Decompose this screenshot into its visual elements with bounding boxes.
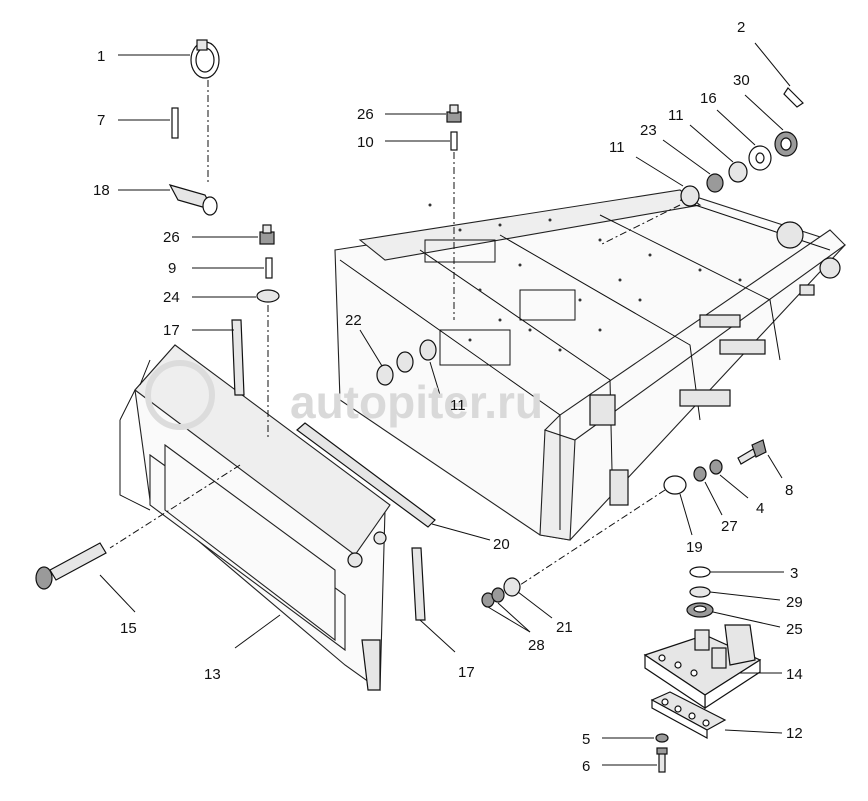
callout-15: 15 <box>120 620 137 637</box>
callout-13: 13 <box>204 666 221 683</box>
callout-6: 6 <box>582 758 590 775</box>
callout-12: 12 <box>786 725 803 742</box>
support-frame-13 <box>119 344 391 692</box>
washer-27 <box>693 466 707 482</box>
callout-30: 30 <box>733 72 750 89</box>
washer-29 <box>689 586 711 598</box>
callout-18: 18 <box>93 182 110 199</box>
bushing-21 <box>503 577 521 597</box>
washer-28b <box>491 587 505 603</box>
bushing-11-right <box>728 161 748 183</box>
callout-23: 23 <box>640 122 657 139</box>
chassis-frame <box>334 189 846 541</box>
callout-17: 17 <box>163 322 180 339</box>
callout-2: 2 <box>737 19 745 36</box>
washer-5 <box>655 733 669 743</box>
callout-26-middle: 26 <box>357 106 374 123</box>
callout-22: 22 <box>345 312 362 329</box>
callout-labels: 1 7 18 26 9 24 17 15 13 26 10 22 11 20 1… <box>93 19 803 775</box>
pin-9 <box>265 257 273 279</box>
bolt-8 <box>737 439 767 465</box>
callout-11-left: 11 <box>609 139 625 156</box>
washer-16 <box>748 145 772 171</box>
lynch-pin-1 <box>190 39 220 79</box>
leader-lines <box>99 42 791 766</box>
callout-9: 9 <box>168 260 176 277</box>
plate-12 <box>650 691 727 740</box>
callout-28: 28 <box>528 637 545 654</box>
bearing-25 <box>686 602 714 618</box>
bushings-22 <box>376 339 437 386</box>
callout-4: 4 <box>756 500 764 517</box>
bracket-14 <box>643 624 762 710</box>
washer-19 <box>663 475 687 495</box>
strip-17-upper <box>231 319 245 396</box>
callout-21: 21 <box>556 619 573 636</box>
callout-19: 19 <box>686 539 703 556</box>
callout-1: 1 <box>97 48 105 65</box>
callout-24: 24 <box>163 289 180 306</box>
washer-24 <box>256 289 280 303</box>
pin-7 <box>171 107 179 139</box>
watermark-text: autopiter.ru <box>290 376 543 428</box>
cotter-pin-2 <box>783 87 804 108</box>
strip-20 <box>296 422 436 528</box>
bolt-6 <box>656 747 668 773</box>
callout-11-middle: 11 <box>450 397 466 414</box>
callout-8: 8 <box>785 482 793 499</box>
callout-11-top: 11 <box>668 107 684 124</box>
callout-29: 29 <box>786 594 803 611</box>
ring-3 <box>689 566 711 578</box>
watermark: autopiter.ru <box>145 360 543 430</box>
callout-27: 27 <box>721 518 738 535</box>
callout-3: 3 <box>790 565 798 582</box>
strip-17-lower <box>411 547 426 621</box>
callout-14: 14 <box>786 666 803 683</box>
callout-10: 10 <box>357 134 374 151</box>
callout-7: 7 <box>97 112 105 129</box>
callout-25: 25 <box>786 621 803 638</box>
callout-16: 16 <box>700 90 717 107</box>
bushing-23 <box>706 173 724 193</box>
bushing-11-upper <box>680 185 700 207</box>
pin-18 <box>168 184 218 216</box>
callout-20: 20 <box>493 536 510 553</box>
fitting-26-middle <box>446 104 462 123</box>
bolt-15 <box>35 542 107 590</box>
pin-10 <box>450 131 458 151</box>
washer-4 <box>709 459 723 475</box>
nut-30 <box>774 131 798 157</box>
callout-5: 5 <box>582 731 590 748</box>
fitting-26-left <box>259 224 275 245</box>
callout-26: 26 <box>163 229 180 246</box>
callout-17-lower: 17 <box>458 664 475 681</box>
